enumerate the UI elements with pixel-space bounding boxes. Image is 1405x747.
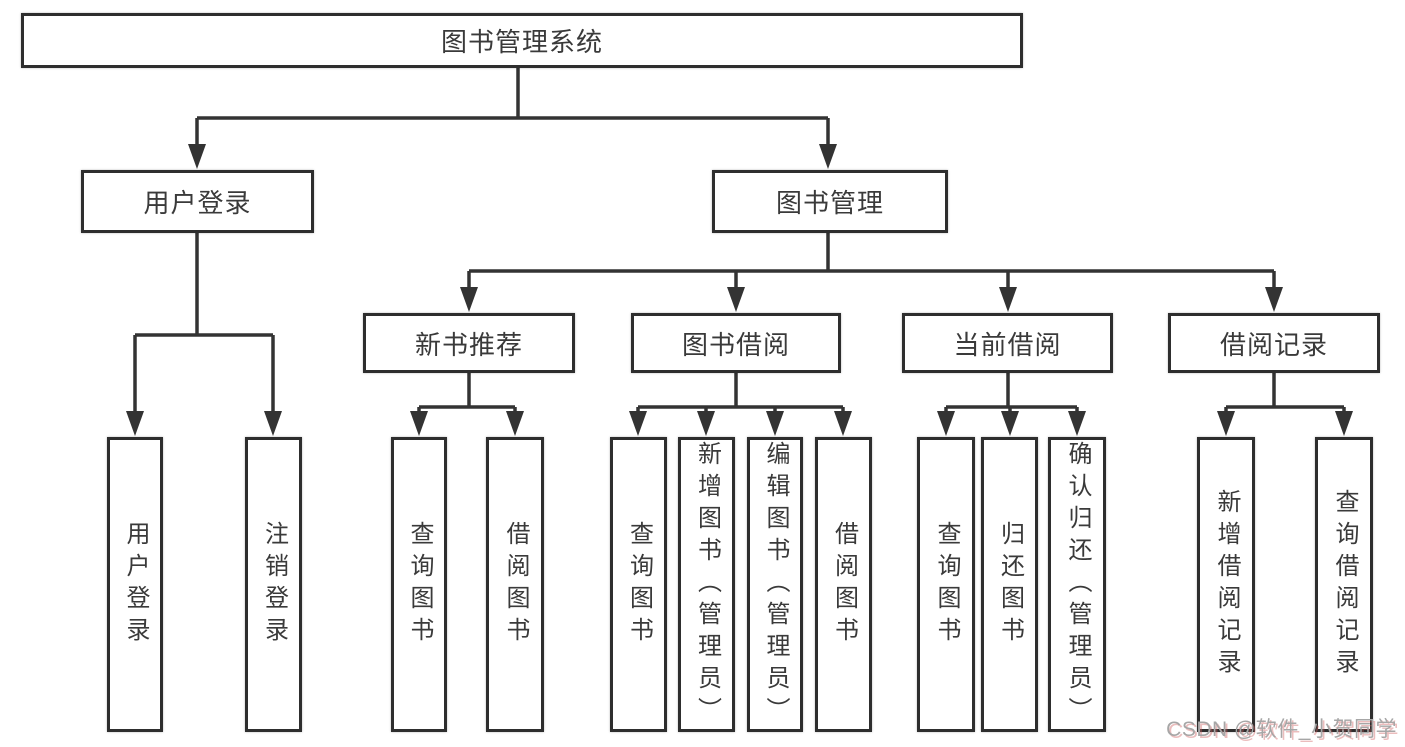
node-book-borrow: 图书借阅 — [631, 313, 841, 373]
leaf-borrow-book-2: 借阅图书 — [815, 437, 872, 732]
leaf-user-login: 用户登录 — [107, 437, 163, 732]
node-new-book-recommend: 新书推荐 — [363, 313, 575, 373]
leaf-edit-book-admin: 编辑图书（管理员） — [747, 437, 803, 732]
leaf-search-borrow-record: 查询借阅记录 — [1315, 437, 1373, 732]
arrowheads — [126, 144, 1353, 436]
leaf-search-book-3: 查询图书 — [917, 437, 975, 732]
node-borrow-records: 借阅记录 — [1168, 313, 1380, 373]
leaf-search-book-1: 查询图书 — [391, 437, 447, 732]
leaf-borrow-book-1: 借阅图书 — [486, 437, 544, 732]
node-book-management: 图书管理 — [712, 170, 948, 233]
leaf-add-book-admin: 新增图书（管理员） — [678, 437, 735, 732]
leaf-confirm-return-admin: 确认归还（管理员） — [1048, 437, 1106, 732]
leaf-add-borrow-record: 新增借阅记录 — [1197, 437, 1255, 732]
node-user-login: 用户登录 — [81, 170, 314, 233]
leaf-logout: 注销登录 — [245, 437, 302, 732]
csdn-watermark: CSDN @软件_小贺同学 — [1166, 718, 1397, 741]
leaf-return-book: 归还图书 — [981, 437, 1038, 732]
leaf-search-book-2: 查询图书 — [610, 437, 667, 732]
node-current-borrow: 当前借阅 — [902, 313, 1113, 373]
node-library-system: 图书管理系统 — [21, 13, 1023, 68]
